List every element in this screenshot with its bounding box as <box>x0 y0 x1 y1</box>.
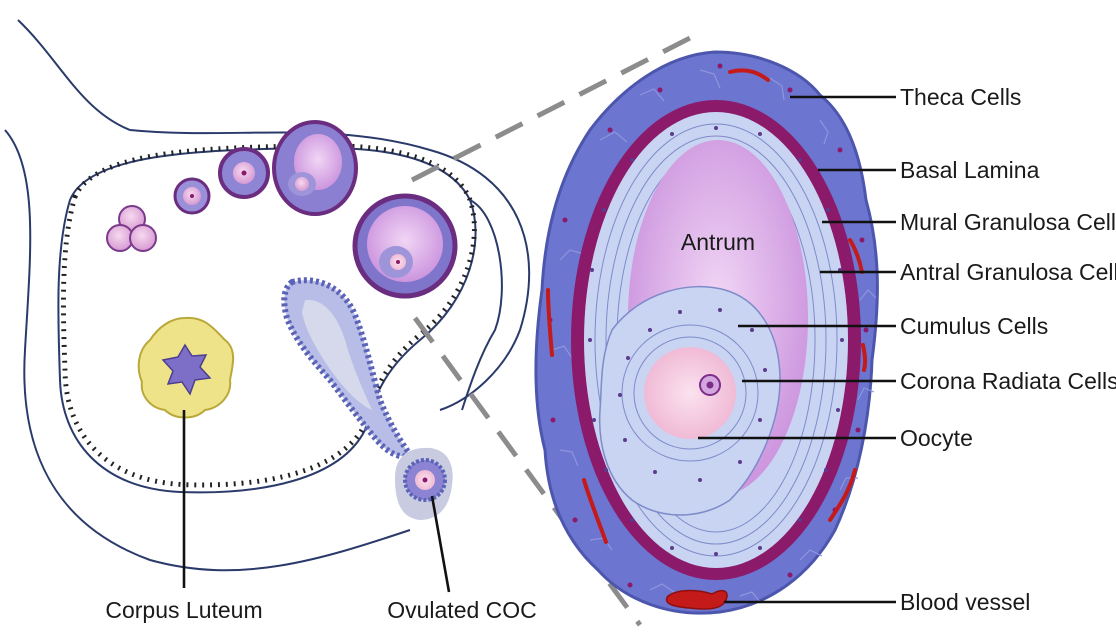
oocyte-nucleolus <box>707 382 714 389</box>
label-ovulated-coc: Ovulated COC <box>387 597 537 623</box>
blood-vessel <box>667 591 728 610</box>
label-antrum: Antrum <box>681 229 755 255</box>
label-mural-granulosa: Mural Granulosa Cells <box>900 209 1116 235</box>
label-basal-lamina: Basal Lamina <box>900 157 1040 183</box>
antral-follicle <box>355 196 455 296</box>
oocyte <box>644 347 736 439</box>
label-theca-cells: Theca Cells <box>900 84 1021 110</box>
enlarged-follicle <box>536 52 877 613</box>
label-corpus-luteum: Corpus Luteum <box>105 597 262 623</box>
label-blood-vessel: Blood vessel <box>900 589 1030 615</box>
primary-follicle <box>175 179 209 213</box>
label-oocyte: Oocyte <box>900 425 973 451</box>
label-corona-radiata: Corona Radiata Cells <box>900 368 1116 394</box>
primordial-follicle <box>130 225 156 251</box>
label-cumulus-cells: Cumulus Cells <box>900 313 1048 339</box>
secondary-follicle <box>220 149 268 197</box>
early-antral-follicle <box>274 122 356 214</box>
ovulated-coc <box>395 448 453 520</box>
label-antral-granulosa: Antral Granulosa Cells <box>900 259 1116 285</box>
